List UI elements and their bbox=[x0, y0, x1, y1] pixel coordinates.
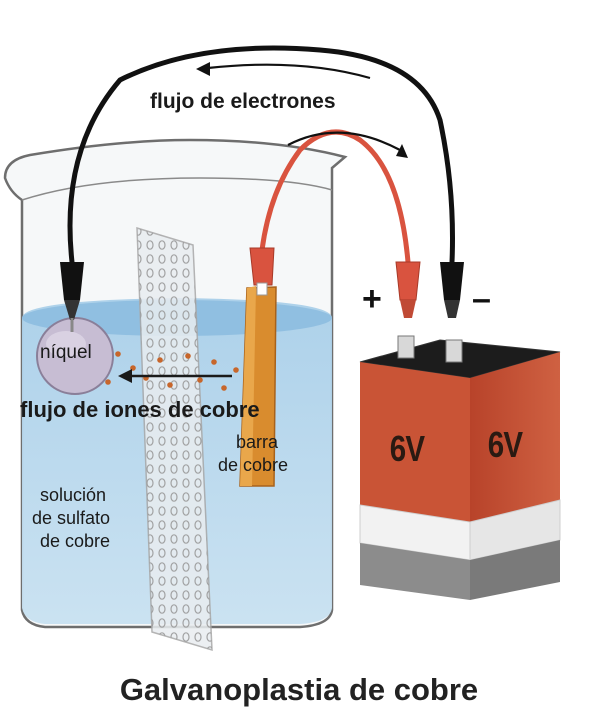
perforated-plate bbox=[136, 226, 213, 652]
copper-bar bbox=[239, 286, 277, 487]
black-wire bbox=[60, 45, 464, 332]
negative-terminal-sign: – bbox=[472, 280, 491, 318]
electron-flow-arrows bbox=[196, 62, 408, 158]
solution-label-line1: solución bbox=[40, 485, 107, 505]
solution-label-line3: de cobre bbox=[40, 531, 111, 551]
battery bbox=[359, 335, 561, 600]
ion-flow-label: flujo de iones de cobre bbox=[20, 397, 260, 422]
page-title: Galvanoplastia de cobre bbox=[119, 672, 479, 707]
battery-side-voltage: 6V bbox=[487, 424, 523, 465]
positive-terminal-sign: + bbox=[362, 280, 382, 318]
battery-front-voltage: 6V bbox=[389, 428, 425, 469]
copper-bar-label-line2: de cobre bbox=[218, 455, 289, 475]
nickel-label: níquel bbox=[40, 342, 92, 363]
ion-flow-arrow bbox=[118, 369, 232, 383]
solution-label-line2: de sulfato bbox=[32, 508, 111, 528]
electron-flow-label: flujo de electrones bbox=[150, 90, 336, 113]
nickel-piece bbox=[36, 317, 114, 395]
copper-bar-label-line1: barra bbox=[236, 432, 279, 452]
red-wire bbox=[249, 129, 421, 318]
